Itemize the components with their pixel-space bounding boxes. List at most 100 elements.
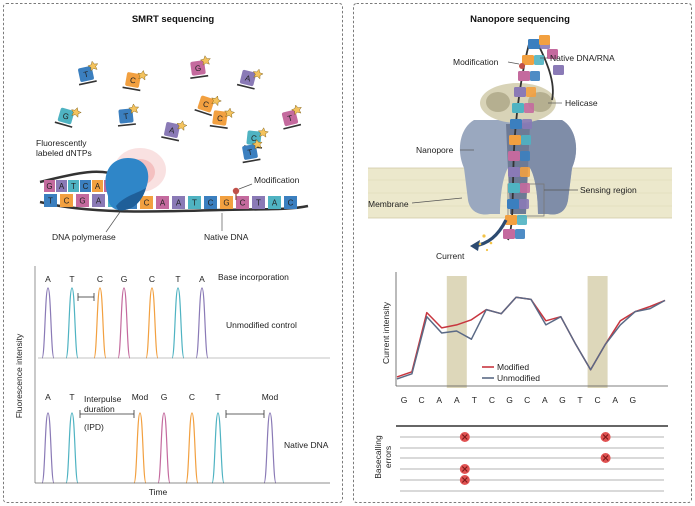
nanopore-label: Nanopore: [416, 145, 454, 155]
chart-x-tick: G: [629, 395, 636, 405]
nano-modification-leader: [507, 61, 520, 65]
strand-base: [510, 119, 522, 129]
dna-bottom-strand: TCGAGTCAATCGCTAC: [44, 194, 297, 209]
dntp-letter: A: [244, 73, 252, 83]
dna-base: [236, 196, 249, 209]
chart-x-tick: C: [595, 395, 601, 405]
dntp-letter: A: [168, 126, 176, 136]
dntp-body: [242, 144, 258, 160]
strand-base: [528, 39, 540, 49]
helicase-label: Helicase: [565, 98, 598, 108]
series-line-0: [396, 296, 666, 378]
nanopore-illustration: [368, 35, 672, 252]
dna-base-letter: G: [223, 199, 229, 208]
dna-base-letter: A: [59, 182, 65, 191]
strand-base: [518, 71, 530, 81]
strand-base: [508, 151, 520, 161]
strand-base: [514, 87, 526, 97]
strand-base: [509, 135, 521, 145]
dntp-body: [281, 109, 299, 127]
dntp-body: [57, 107, 75, 125]
dntp-body: [190, 60, 206, 76]
strand-base: [520, 151, 530, 161]
dntp: T: [242, 139, 263, 164]
dntp-body: [125, 72, 141, 88]
helicase-left-lobe: [486, 92, 510, 112]
trace2-base-label: T: [69, 392, 74, 402]
chart-x-tick: A: [454, 395, 460, 405]
dna-base: [44, 194, 57, 207]
basecalling-errors: [396, 425, 668, 492]
dna-base: [56, 180, 67, 192]
strand-base: [505, 215, 517, 225]
dntp-phosphate-tail: [122, 86, 141, 92]
current-arrowhead: [470, 240, 480, 251]
dna-base: [220, 196, 233, 209]
fluorescence-ylabel: Fluorescence intensity: [14, 333, 24, 418]
strand-base: [520, 183, 530, 193]
trace1-base-label: T: [175, 274, 180, 284]
polymerase-leader: [105, 211, 121, 233]
dntp-letter: G: [194, 64, 201, 74]
dna-base-letter: A: [96, 197, 102, 206]
dna-base: [44, 180, 55, 192]
strand-base: [515, 229, 525, 239]
current-ylabel: Current intensity: [381, 301, 391, 364]
dntp-phosphate-tail: [117, 123, 136, 127]
trace2-base-label: Mod: [262, 392, 279, 402]
fluorophore-icon: [257, 127, 269, 138]
strand-base: [526, 87, 536, 97]
fluorophore-icon: [211, 95, 222, 107]
native-dna-trace-label: Native DNA: [284, 440, 329, 450]
dna-base: [140, 196, 153, 209]
chart-x-tick: T: [472, 395, 477, 405]
fluorophore-icon: [251, 139, 263, 150]
modification-label: Modification: [254, 175, 300, 185]
fluorescence-pulse: [145, 287, 159, 359]
fluorescence-pulse: [185, 412, 199, 484]
chart-x-tick: A: [542, 395, 548, 405]
trace1-base-label: T: [69, 274, 74, 284]
dntps-label-line1: Fluorescently: [36, 138, 87, 148]
fluorophore-icon: [224, 107, 236, 119]
dna-base-letter: A: [176, 199, 182, 208]
ipd-label-line3: (IPD): [84, 422, 104, 432]
error-x-stroke: [461, 466, 468, 472]
trace1-base-label: G: [121, 274, 128, 284]
dna-base-letter: C: [288, 199, 294, 208]
dna-base: [268, 196, 281, 209]
fluorescence-pulse: [65, 287, 79, 359]
fluorescence-pulse: [171, 287, 185, 359]
trace2-base-label: G: [161, 392, 168, 402]
dna-base-letter: A: [95, 182, 101, 191]
highlight-band: [587, 276, 608, 388]
dna-top-strand: GATCAG: [44, 180, 115, 192]
dna-base: [252, 196, 265, 209]
trace2-base-label: Mod: [132, 392, 149, 402]
dna-base-letter: A: [160, 199, 166, 208]
membrane-label: Membrane: [368, 199, 409, 209]
strand-base: [508, 183, 520, 193]
dna-base-letter: T: [256, 199, 261, 208]
dntp-phosphate-tail: [78, 80, 97, 86]
dna-base-letter: C: [64, 197, 70, 206]
strand-base: [508, 167, 520, 177]
dntp: C: [209, 107, 236, 129]
dntp: C: [122, 70, 149, 92]
chart-x-tick: C: [524, 395, 530, 405]
fluorophore-icon: [128, 103, 140, 114]
dna-base: [92, 194, 105, 207]
dntp: G: [54, 107, 82, 128]
dntp-letter: G: [62, 111, 70, 121]
dna-base: [284, 196, 297, 209]
dna-base-letter: T: [48, 197, 53, 206]
strand-base: [522, 119, 532, 129]
modification-dot: [232, 187, 240, 195]
unmodified-control-label: Unmodified control: [226, 320, 297, 330]
fluorescence-pulse: [195, 287, 209, 359]
dntp-body: [78, 66, 94, 82]
fluorescence-pulse: [65, 412, 79, 484]
error-x-stroke: [461, 434, 468, 440]
